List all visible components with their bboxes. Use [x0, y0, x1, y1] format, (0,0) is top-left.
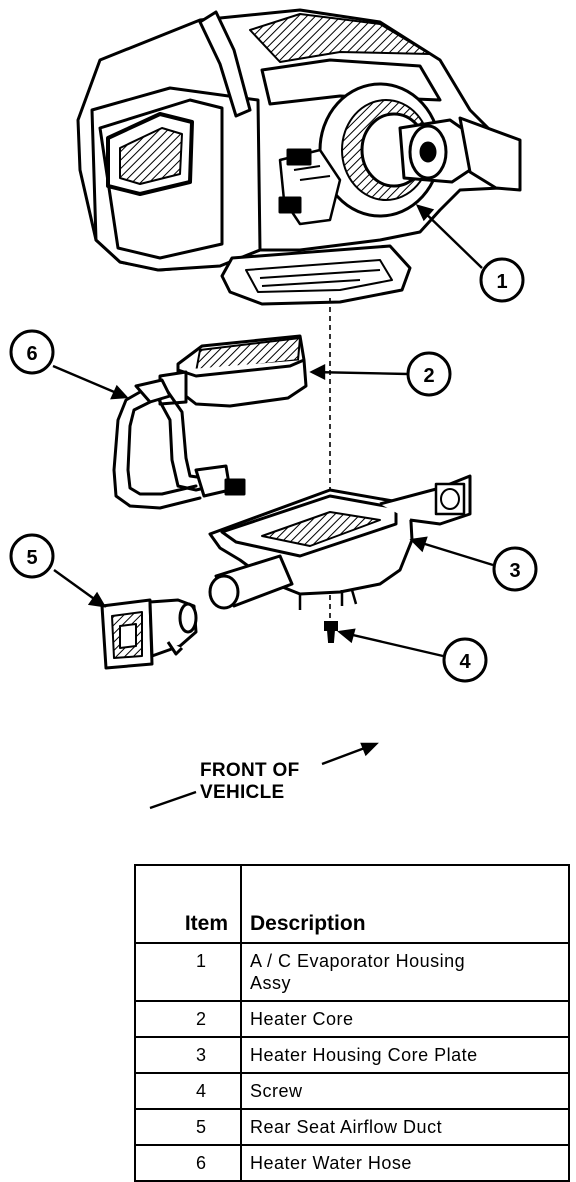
callout-5: 5 — [9, 533, 55, 579]
header-item: Item — [134, 864, 242, 944]
row-item: 5 — [134, 1108, 242, 1146]
table-row: 4 Screw — [134, 1072, 570, 1110]
callout-3: 3 — [492, 546, 538, 592]
rear-seat-airflow-duct-drawing — [100, 598, 198, 670]
parts-legend-table: Item Description 1 A / C Evaporator Hous… — [134, 864, 570, 1182]
heater-housing-core-plate-drawing — [208, 474, 472, 610]
callout-6: 6 — [9, 329, 55, 375]
callout-6-label: 6 — [26, 343, 37, 365]
row-description-line1: A / C Evaporator Housing — [250, 951, 466, 971]
callout-4: 4 — [442, 637, 488, 683]
row-item: 3 — [134, 1036, 242, 1074]
legend-header-row: Item Description — [134, 864, 570, 944]
callout-4-label: 4 — [459, 651, 471, 673]
callout-1: 1 — [479, 257, 525, 303]
header-description: Description — [240, 864, 570, 944]
table-row: 2 Heater Core — [134, 1000, 570, 1038]
exploded-parts-diagram: 1 2 3 4 5 6 — [9, 8, 538, 810]
table-row: 6 Heater Water Hose — [134, 1144, 570, 1182]
row-description: Heater Water Hose — [240, 1144, 570, 1182]
row-description: A / C Evaporator Housing Assy — [240, 942, 570, 1002]
front-of-vehicle-line2: VEHICLE — [200, 782, 285, 803]
table-row: 1 A / C Evaporator Housing Assy — [134, 942, 570, 1002]
callout-5-label: 5 — [26, 547, 37, 569]
row-description-line2: Assy — [250, 973, 292, 993]
front-of-vehicle-line1: FRONT OF — [200, 760, 300, 781]
heater-water-hose-drawing — [112, 378, 246, 510]
row-description: Rear Seat Airflow Duct — [240, 1108, 570, 1146]
row-item: 4 — [134, 1072, 242, 1110]
row-description: Heater Housing Core Plate — [240, 1036, 570, 1074]
screw-drawing — [324, 621, 338, 643]
callout-1-label: 1 — [496, 271, 507, 293]
leader-lines — [52, 204, 494, 810]
callout-3-label: 3 — [509, 560, 520, 582]
callout-2: 2 — [406, 351, 452, 397]
table-row: 5 Rear Seat Airflow Duct — [134, 1108, 570, 1146]
row-item: 6 — [134, 1144, 242, 1182]
row-item: 1 — [134, 942, 242, 1002]
table-row: 3 Heater Housing Core Plate — [134, 1036, 570, 1074]
row-description: Heater Core — [240, 1000, 570, 1038]
heater-core-drawing — [158, 334, 308, 408]
row-item: 2 — [134, 1000, 242, 1038]
callout-2-label: 2 — [423, 365, 434, 387]
evaporator-housing-drawing — [76, 8, 522, 306]
row-description: Screw — [240, 1072, 570, 1110]
